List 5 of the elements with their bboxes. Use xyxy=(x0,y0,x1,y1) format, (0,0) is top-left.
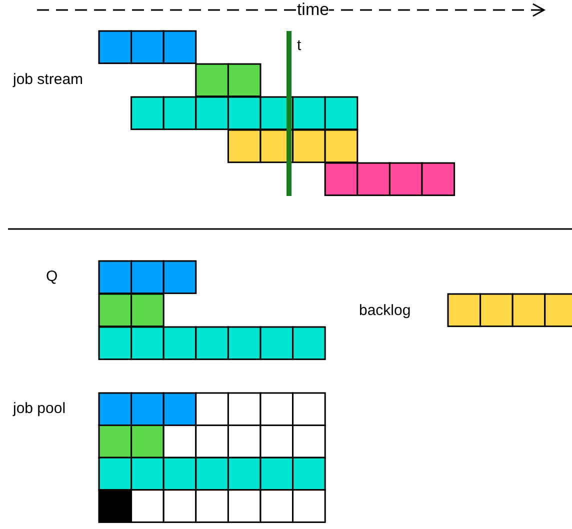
row-label: backlog xyxy=(359,302,411,320)
time-marker-label: t xyxy=(297,37,302,55)
row-label: Q xyxy=(46,268,58,286)
row-label: job pool xyxy=(13,400,66,418)
row-label: job stream xyxy=(13,71,84,89)
